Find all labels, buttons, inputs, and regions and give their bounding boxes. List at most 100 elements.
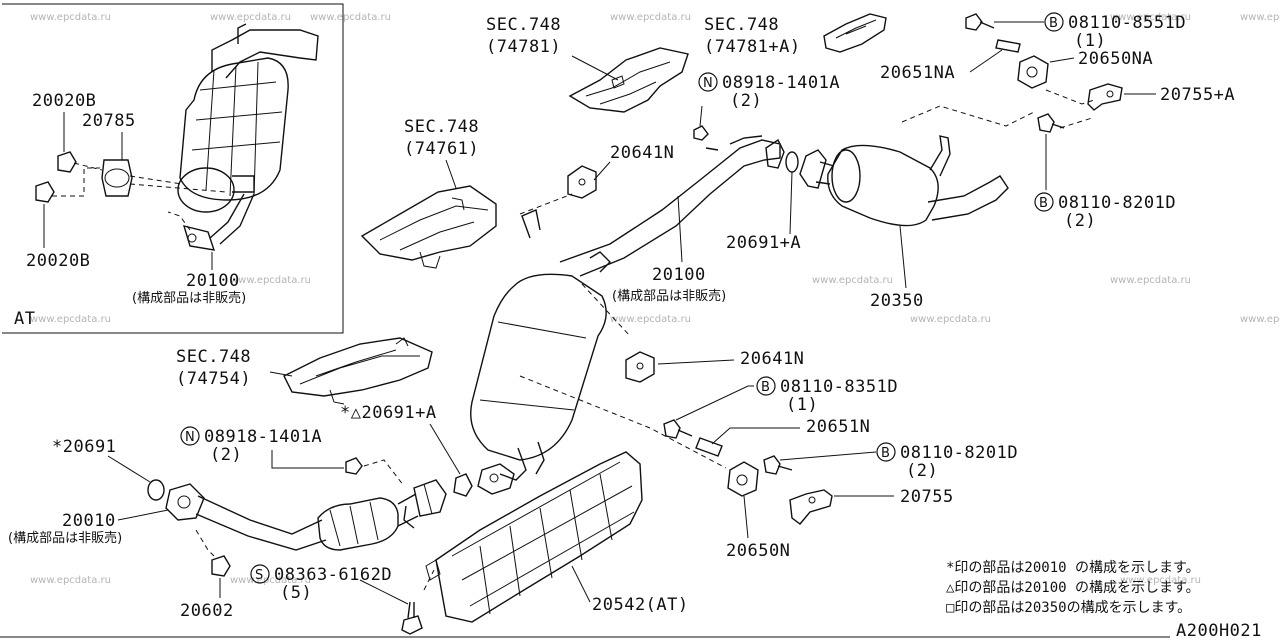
part-note: (構成部品は非販売) xyxy=(8,530,122,546)
part-qty: (5) xyxy=(280,583,312,603)
legend-note: □印の部品は20350の構成を示します。 xyxy=(946,600,1191,616)
part-label-20641n: 20641N xyxy=(610,143,674,163)
part-qty: (2) xyxy=(1064,211,1096,231)
part-label-08110-8551d: 08110-8551D xyxy=(1068,13,1186,33)
watermark: www.epcdata.ru xyxy=(1120,575,1201,586)
watermark: www.epcdata.ru xyxy=(310,12,391,23)
watermark: www.epcdata.ru xyxy=(610,314,691,325)
part-label-20100: 20100 xyxy=(186,271,240,291)
leader-line xyxy=(711,427,800,445)
leader-line xyxy=(789,171,793,235)
watermark: www.epcdata.ru xyxy=(30,314,111,325)
leader-line xyxy=(359,579,409,605)
part-label-20542: 20542(AT) xyxy=(592,595,689,615)
leader-line xyxy=(445,159,457,189)
leader-line xyxy=(779,451,877,461)
sec-label: (74754) xyxy=(176,369,251,389)
part-qty: (2) xyxy=(210,445,242,465)
gasket-20691 xyxy=(147,479,165,501)
part-label-20691a: 20691+A xyxy=(726,233,801,253)
watermark: www.epcdata.ru xyxy=(1240,314,1280,325)
symbol-b-text: B xyxy=(761,380,770,395)
part-label-08110-8351d: 08110-8351D xyxy=(780,377,898,397)
nut-20602 xyxy=(211,555,231,577)
part-label-20651na: 20651NA xyxy=(880,63,955,83)
bracket-20755a xyxy=(1087,83,1123,111)
leader-line xyxy=(571,55,619,81)
leader-line xyxy=(593,161,611,181)
leader-line xyxy=(743,495,749,539)
watermark: www.epcdata.ru xyxy=(1240,12,1280,23)
leader-line xyxy=(675,385,754,421)
leader-line xyxy=(969,49,1003,73)
part-label-08363-6162d: 08363-6162D xyxy=(274,565,392,585)
bushing-20651na xyxy=(995,39,1021,53)
bolt-08110-8201d-top xyxy=(1037,113,1065,133)
nut-08918-1401a xyxy=(345,457,363,475)
leader-line xyxy=(571,565,591,603)
dashed-connection xyxy=(363,459,405,487)
rubber-hanger-20641n xyxy=(567,165,597,199)
heat-shield-74754 xyxy=(283,337,433,405)
watermark: www.epcdata.ru xyxy=(1110,275,1191,286)
front-pipe-20010 xyxy=(165,479,447,551)
watermark: www.epcdata.ru xyxy=(30,575,111,586)
part-label-20650n: 20650N xyxy=(726,541,790,561)
part-label-20650na: 20650NA xyxy=(1078,49,1153,69)
part-label-20602: 20602 xyxy=(180,601,234,621)
part-label-08918-1401a: 08918-1401A xyxy=(722,73,840,93)
watermark: www.epcdata.ru xyxy=(812,275,893,286)
watermark: www.epcdata.ru xyxy=(210,12,291,23)
bracket-20755 xyxy=(789,489,833,525)
part-qty: (2) xyxy=(730,91,762,111)
inset-frame xyxy=(2,3,344,334)
symbol-n-text: N xyxy=(703,76,713,91)
part-label-20020b: 20020B xyxy=(32,91,96,111)
heat-shield-74761 xyxy=(360,185,497,269)
heat-shield-74781a xyxy=(823,13,887,53)
part-label-20651n: 20651N xyxy=(806,417,870,437)
legend-note: △印の部品は20100 の構成を示します。 xyxy=(946,580,1200,596)
leader-line xyxy=(677,195,683,263)
legend-note: *印の部品は20010 の構成を示します。 xyxy=(946,560,1200,576)
leader-line xyxy=(899,225,907,289)
watermark: www.epcdata.ru xyxy=(230,275,311,286)
inset-catalytic-converter xyxy=(35,23,319,251)
leader-line xyxy=(271,450,344,469)
symbol-b-text: B xyxy=(881,446,890,461)
dashed-connection xyxy=(1059,117,1093,129)
watermark: www.epcdata.ru xyxy=(230,575,311,586)
symbol-s-text: S xyxy=(255,568,263,583)
part-note: (構成部品は非販売) xyxy=(612,288,726,304)
symbol-b-text: B xyxy=(1049,16,1058,31)
symbol-b xyxy=(1044,12,1064,32)
part-label-20010: 20010 xyxy=(62,511,116,531)
sec-label: SEC.748 xyxy=(486,15,561,35)
leader-line xyxy=(1049,57,1075,63)
sec-label: (74761) xyxy=(404,139,479,159)
part-label-08110-8201d: 08110-8201D xyxy=(1058,193,1176,213)
dashed-connection xyxy=(519,375,727,469)
symbol-s xyxy=(250,564,270,584)
hanger-20650na xyxy=(1017,55,1049,89)
part-label-20641n: 20641N xyxy=(740,349,804,369)
hole xyxy=(578,178,586,186)
part-label-20350: 20350 xyxy=(870,291,924,311)
bolt-08110-8551d xyxy=(965,13,995,31)
watermark: www.epcdata.ru xyxy=(910,314,991,325)
dashed-connection xyxy=(1045,89,1095,105)
legend-notes: *印の部品は20010 の構成を示します。 △印の部品は20100 の構成を示し… xyxy=(946,560,1200,616)
rubber-hanger-20641n xyxy=(625,351,655,383)
symbol-n xyxy=(698,72,718,92)
part-label-20100: 20100 xyxy=(652,265,706,285)
sec-label: SEC.748 xyxy=(176,347,251,367)
part-label-08110-8201d: 08110-8201D xyxy=(900,443,1018,463)
nut-08918-1401a xyxy=(693,125,709,141)
part-label-08918-1401a: 08918-1401A xyxy=(204,427,322,447)
watermarks: www.epcdata.ru www.epcdata.ru www.epcdat… xyxy=(30,12,1280,586)
sec-label: SEC.748 xyxy=(404,117,479,137)
watermark: www.epcdata.ru xyxy=(610,12,691,23)
dashed-connection xyxy=(581,283,631,337)
dashed-connection xyxy=(195,529,215,557)
part-qty: (1) xyxy=(786,395,818,415)
